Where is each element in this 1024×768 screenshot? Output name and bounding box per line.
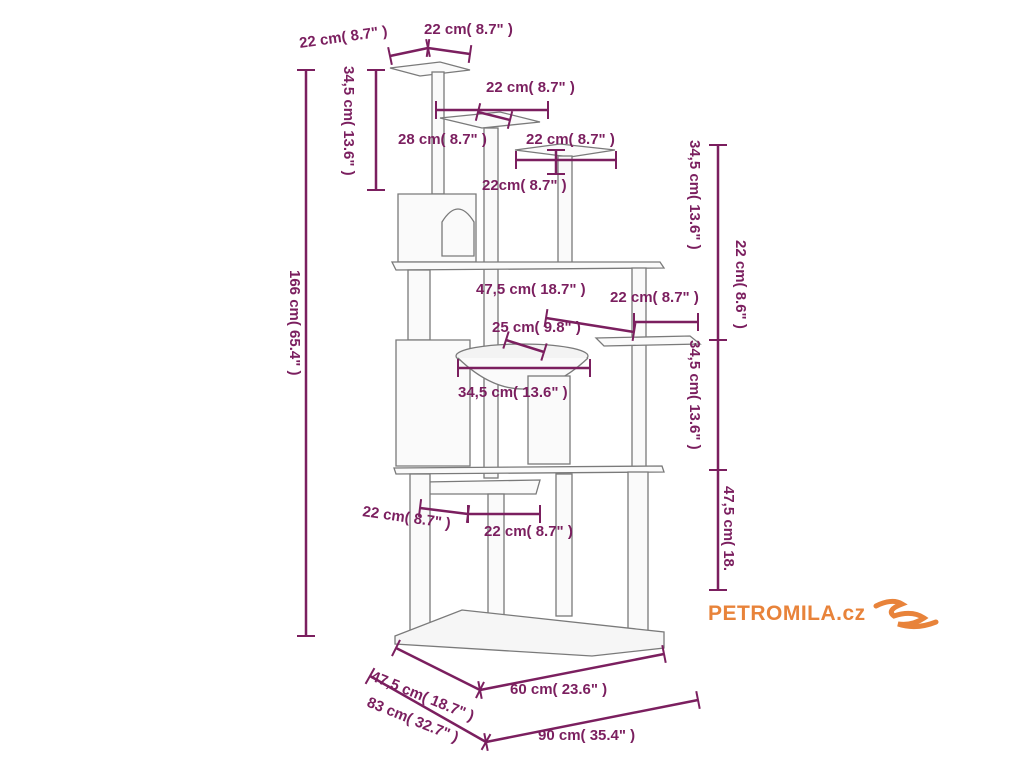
dim-mid-deck-tick-a: [543, 308, 549, 328]
label-hammock-depth: 25 cm( 9.8" ): [492, 319, 581, 336]
bottom-post-back: [555, 473, 573, 617]
label-right-gap: 22 cm( 8.6" ): [732, 240, 749, 329]
dim-lower-w: [419, 506, 469, 516]
label-right-height-2: 34,5 cm( 13.6" ): [686, 340, 703, 450]
dim-lower-w-tick-a: [417, 498, 423, 518]
hanging-mat: [527, 375, 571, 465]
label-mid-right: 22 cm( 8.7" ): [610, 289, 699, 306]
label-right-top-depth: 22cm( 8.7" ): [482, 177, 567, 194]
upper-post: [483, 127, 499, 479]
label-hammock-width: 34,5 cm( 13.6" ): [458, 384, 568, 401]
second-deck: [390, 261, 666, 271]
dim-base-width-tick-b: [661, 644, 667, 664]
label-total-width: 90 cm( 35.4" ): [538, 727, 635, 744]
left-post-mid: [407, 269, 431, 341]
dim-top-depth-tick-a: [425, 38, 431, 58]
upper-perch: [439, 111, 541, 129]
dim-top-depth-tick-b: [467, 44, 473, 64]
label-top-depth: 22 cm( 8.7" ): [424, 21, 513, 38]
condo-entrance: [441, 208, 475, 257]
middle-condo: [395, 339, 471, 467]
bottom-post-left: [409, 473, 431, 637]
third-deck: [393, 465, 665, 475]
dim-total-width: [485, 698, 699, 744]
base-board: [394, 609, 665, 657]
label-right-top-width: 22 cm( 8.7" ): [526, 131, 615, 148]
cat-tree-outline: [389, 61, 702, 657]
label-lower-width: 22 cm( 8.7" ): [361, 503, 451, 532]
dim-top-width: [389, 46, 429, 58]
dim-base-width: [479, 652, 665, 692]
label-total-height: 166 cm( 65.4" ): [286, 270, 303, 376]
bottom-post-right: [627, 471, 649, 639]
dim-hammock-d: [505, 338, 545, 354]
label-upper-depth: 28 cm( 8.7" ): [398, 131, 487, 148]
dim-upper-depth: [477, 110, 511, 122]
label-upper-width: 22 cm( 8.7" ): [486, 79, 575, 96]
right-side-perch: [594, 335, 702, 347]
dim-base-depth-tick-a: [391, 639, 401, 657]
right-top-post: [557, 155, 573, 265]
dim-hammock-d-tick-b: [540, 343, 548, 361]
dim-total-depth: [369, 674, 487, 744]
dim-base-depth: [395, 646, 481, 692]
label-top-post-height: 34,5 cm( 13.6" ): [340, 66, 357, 176]
top-perch: [389, 61, 471, 77]
dim-top-width-tick-a: [387, 46, 393, 66]
lower-perch: [419, 479, 541, 495]
dim-total-width-tick-a: [483, 732, 489, 752]
label-right-height-1: 34,5 cm( 13.6" ): [686, 140, 703, 250]
fish-swirl-icon: [873, 598, 939, 630]
dim-hammock-d-tick-a: [502, 331, 510, 349]
dim-total-depth-tick-a: [364, 667, 376, 685]
dim-top-depth: [427, 46, 471, 56]
label-lower-depth: 22 cm( 8.7" ): [484, 523, 573, 540]
dimension-lines: [297, 38, 727, 752]
label-base-width: 60 cm( 23.6" ): [510, 681, 607, 698]
hammock-basket: [457, 357, 589, 390]
dim-total-width-tick-b: [695, 690, 701, 710]
dim-upper-depth-tick-a: [474, 103, 482, 121]
dim-base-width-tick-a: [477, 680, 483, 700]
label-mid-deck: 47,5 cm( 18.7" ): [476, 281, 586, 298]
brand-name: PETROMILA.cz: [708, 602, 866, 625]
label-right-height-3: 47,5 cm( 18.: [720, 486, 737, 571]
dim-upper-depth-tick-b: [506, 111, 514, 129]
dim-mid-deck: [545, 316, 635, 334]
label-top-width: 22 cm( 8.7" ): [298, 23, 388, 52]
